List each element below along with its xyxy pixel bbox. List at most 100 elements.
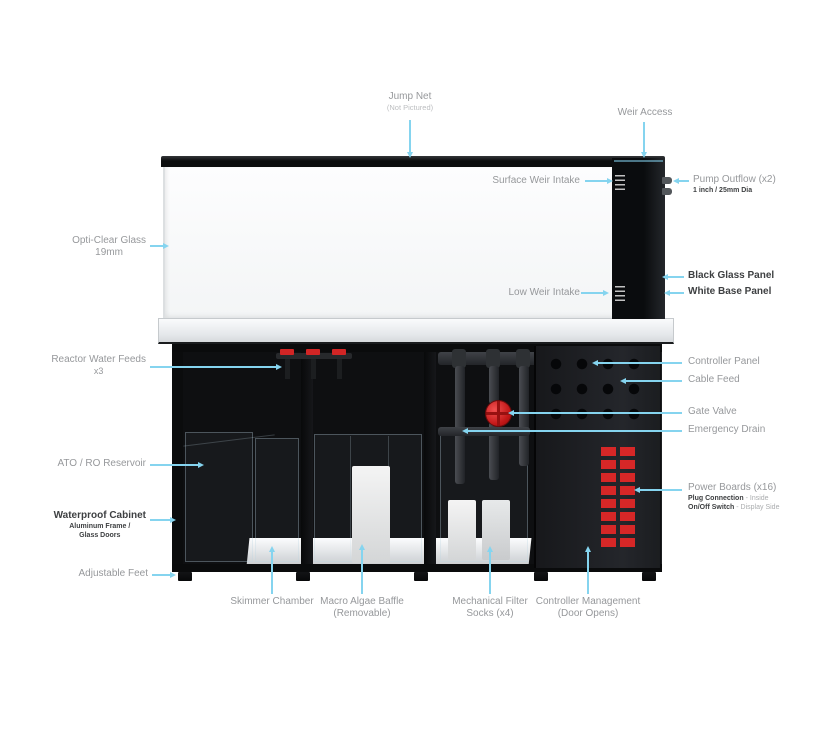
pump-outflow-pipe <box>662 188 672 195</box>
ato-ro-reservoir-title: ATO / RO Reservoir <box>57 458 146 469</box>
arrow-adjustable-feet <box>152 574 170 576</box>
arrow-waterproof-cabinet <box>150 519 170 521</box>
tank-glass <box>163 167 662 318</box>
mechanical-filter-socks-title: Mechanical Filter <box>452 596 528 607</box>
power-boards-plug-line: Plug Connection- Inside <box>688 494 779 503</box>
white-base-panel-part <box>158 318 674 344</box>
label-mechanical-filter-socks: Mechanical Filter Socks (x4) <box>452 596 528 620</box>
arrow-skimmer-chamber <box>271 552 273 594</box>
gate-valve-part <box>486 401 511 426</box>
reactor-feed-tube <box>285 359 290 379</box>
arrow-ato-ro-reservoir <box>150 464 198 466</box>
surface-weir-intake-slots <box>615 175 625 192</box>
jump-net-title: Jump Net <box>388 91 432 102</box>
emergency-drain-pipe <box>455 366 465 484</box>
adjustable-foot <box>642 572 656 581</box>
tank-top-rim <box>161 156 665 167</box>
adjustable-foot <box>178 572 192 581</box>
arrow-macro-algae-baffle <box>361 550 363 594</box>
power-boards-plug-bold: Plug Connection <box>688 495 744 502</box>
adjustable-feet-title: Adjustable Feet <box>78 568 149 579</box>
black-glass-panel-title: Black Glass Panel <box>688 270 775 281</box>
arrow-low-weir-intake <box>581 292 603 294</box>
reactor-water-feeds-sub: x3 <box>93 366 104 376</box>
drain-pipe-upper <box>489 366 499 404</box>
adjustable-foot <box>414 572 428 581</box>
power-boards-switch-rest: - Display Side <box>736 504 780 511</box>
waterproof-cabinet-title: Waterproof Cabinet <box>53 510 146 521</box>
pump-outflow-sub: 1 inch / 25mm Dia <box>693 187 753 194</box>
glass-baffle-divider <box>350 436 351 560</box>
power-boards-switch-line: On/Off Switch- Display Side <box>688 503 779 512</box>
label-ato-ro-reservoir: ATO / RO Reservoir <box>57 458 146 470</box>
power-board-column <box>620 447 635 548</box>
cabinet-top-rail <box>172 344 662 352</box>
cabinet-bottom-rail <box>172 564 662 572</box>
skimmer-chamber-glass <box>255 438 299 562</box>
reactor-feed-valve <box>332 349 346 355</box>
power-board-column <box>601 447 616 548</box>
return-pipe <box>519 366 529 466</box>
arrow-mechanical-filter-socks <box>489 552 491 594</box>
drain-pipe-lower <box>489 422 499 480</box>
label-cable-feed: Cable Feed <box>688 374 740 386</box>
label-black-glass-panel: Black Glass Panel <box>688 270 774 282</box>
arrow-reactor-water-feeds <box>150 366 276 368</box>
reactor-feed-tube <box>311 359 316 379</box>
label-power-boards: Power Boards (x16) Plug Connection- Insi… <box>688 482 779 512</box>
reactor-feed-manifold <box>276 353 352 359</box>
pipe-fitting <box>486 349 500 368</box>
low-weir-intake-title: Low Weir Intake <box>508 287 580 298</box>
controller-panel-holes <box>549 357 653 432</box>
macro-algae-baffle-title: Macro Algae Baffle <box>320 596 404 607</box>
label-adjustable-feet: Adjustable Feet <box>79 568 149 580</box>
arrow-surface-weir-intake <box>585 180 607 182</box>
arrow-cable-feed <box>626 380 682 382</box>
arrow-gate-valve <box>514 412 682 414</box>
filter-sock <box>448 500 476 560</box>
label-controller-management: Controller Management (Door Opens) <box>536 596 641 620</box>
ato-ro-reservoir-glass <box>185 432 253 562</box>
reactor-feed-valve <box>280 349 294 355</box>
controller-management-title: Controller Management <box>535 596 641 607</box>
label-reactor-water-feeds: Reactor Water Feeds x3 <box>51 354 146 377</box>
label-low-weir-intake: Low Weir Intake <box>508 287 580 299</box>
emergency-drain-title: Emergency Drain <box>688 424 766 435</box>
pipe-fitting <box>516 349 530 368</box>
arrow-white-base-panel <box>670 292 684 294</box>
weir-access-lid-edge <box>614 160 663 162</box>
label-controller-panel: Controller Panel <box>688 356 760 368</box>
label-pump-outflow: Pump Outflow (x2) 1 inch / 25mm Dia <box>693 174 776 195</box>
arrow-jump-net <box>409 120 411 152</box>
arrow-black-glass-panel <box>668 276 684 278</box>
label-waterproof-cabinet: Waterproof Cabinet Aluminum Frame / Glas… <box>54 510 146 540</box>
label-emergency-drain: Emergency Drain <box>688 424 765 436</box>
label-surface-weir-intake: Surface Weir Intake <box>492 175 580 187</box>
waterproof-cabinet-sub2: Glass Doors <box>79 532 121 539</box>
label-skimmer-chamber: Skimmer Chamber <box>230 596 313 608</box>
adjustable-foot <box>534 572 548 581</box>
pump-outflow-title: Pump Outflow (x2) <box>693 174 776 185</box>
adjustable-foot <box>296 572 310 581</box>
waterproof-cabinet-sub1: Aluminum Frame / <box>69 523 131 530</box>
white-base-panel-title: White Base Panel <box>688 286 772 297</box>
arrow-weir-access <box>643 122 645 152</box>
label-opti-clear-glass: Opti-Clear Glass 19mm <box>72 235 146 259</box>
label-macro-algae-baffle: Macro Algae Baffle (Removable) <box>320 596 404 620</box>
reactor-water-feeds-title: Reactor Water Feeds <box>51 354 146 365</box>
controller-panel-title: Controller Panel <box>688 356 760 367</box>
opti-clear-glass-title: Opti-Clear Glass <box>72 235 146 246</box>
opti-clear-glass-sub: 19mm <box>95 247 123 258</box>
cable-feed-title: Cable Feed <box>688 374 740 385</box>
macro-algae-baffle-sub: (Removable) <box>333 608 391 619</box>
arrow-emergency-drain <box>468 430 682 432</box>
skimmer-chamber-title: Skimmer Chamber <box>230 596 314 607</box>
power-boards-switch-bold: On/Off Switch <box>688 504 735 511</box>
arrow-opti-clear-glass <box>150 245 163 247</box>
weir-tower <box>612 158 665 319</box>
label-gate-valve: Gate Valve <box>688 406 737 418</box>
arrow-pump-outflow <box>679 180 689 182</box>
power-boards-title: Power Boards (x16) <box>688 482 777 493</box>
macro-algae-baffle-part <box>352 466 390 563</box>
